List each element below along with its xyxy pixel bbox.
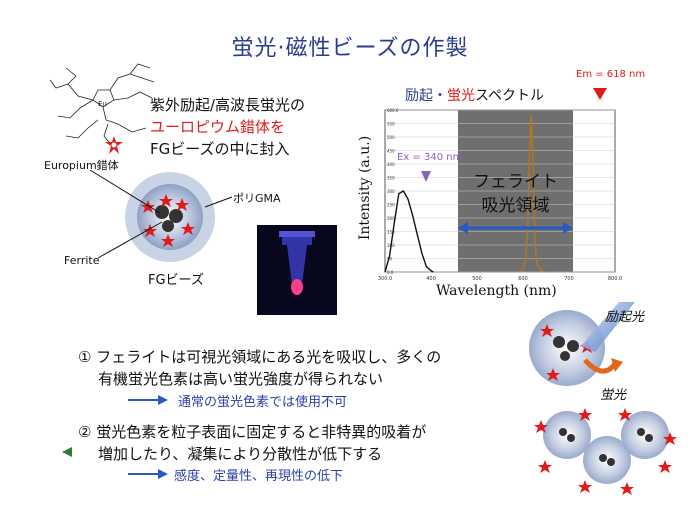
europium-complex-structure: Eu — [49, 63, 155, 147]
x-tick-label: 500 — [472, 276, 482, 282]
region-label-line1: フェライト — [473, 172, 558, 192]
point-1-text1: フェライトは可視光領域にある光を吸収し、多くの — [96, 348, 442, 366]
excitation-light-label: 励起光 — [605, 310, 645, 325]
x-tick-label: 600 — [518, 276, 528, 282]
y-tick-label: 50 — [387, 257, 393, 262]
x-tick-label: 700 — [564, 276, 574, 282]
page-title: 蛍光·磁性ビーズの作製 — [231, 36, 469, 61]
point-2-line1: ② 蛍光色素を粒子表面に固定すると非特異的吸着が — [78, 421, 426, 442]
description-line1: 紫外励起/高波長蛍光の — [150, 96, 306, 114]
region-label-line2: 吸光領域 — [481, 196, 550, 216]
x-tick-label: 400 — [426, 276, 436, 282]
point-2-text1: 蛍光色素を粒子表面に固定すると非特異的吸着が — [96, 423, 427, 441]
description: 紫外励起/高波長蛍光の ユーロピウム錯体を FGビーズの中に封入 — [150, 94, 305, 160]
fluorescent-bead-diagram — [529, 302, 677, 495]
europium-label: Europium錯体 — [44, 159, 119, 172]
y-tick-label: 400 — [387, 162, 395, 167]
y-tick-label: 500 — [387, 135, 395, 140]
band-arrow-left — [458, 222, 468, 234]
x-grid: 300.0 400 500 600 700 800.0 — [378, 276, 622, 282]
y-tick-label: 150 — [387, 230, 395, 235]
spectrum-title-sep: ・ — [433, 88, 447, 104]
y-tick-label: 600.0 — [387, 108, 399, 113]
spectrum-title-part1: 励起 — [405, 88, 433, 104]
point-2-result: 感度、定量性、再現性の低下 — [174, 469, 344, 484]
point-2-line2: 増加したり、凝集により分散性が低下する — [98, 445, 383, 463]
point-1-arrow — [128, 395, 168, 405]
fluorescence-label: 蛍光 — [600, 388, 627, 403]
point-1-result: 通常の蛍光色素では使用不可 — [178, 395, 348, 410]
point-1-line1: ① フェライトは可視光領域にある光を吸収し、多くの — [78, 346, 441, 367]
point-2-arrow — [128, 469, 168, 479]
excitation-spectrum-line — [384, 190, 434, 273]
region-label: フェライト 吸光領域 — [458, 170, 573, 218]
y-tick-label: 250 — [387, 203, 395, 208]
description-line3: FGビーズの中に封入 — [150, 140, 290, 158]
x-tick-label: 300.0 — [378, 276, 392, 282]
y-tick-label: 350 — [387, 176, 395, 181]
y-tick-label: 550 — [387, 122, 395, 127]
svg-text:Eu: Eu — [98, 100, 107, 108]
fg-bead-label: FGビーズ — [148, 273, 204, 288]
y-tick-label: 0.0 — [387, 270, 394, 275]
point-1-line2: 有機蛍光色素は高い蛍光強度が得られない — [98, 370, 384, 388]
spectrum-title-part2: 蛍光 — [447, 88, 475, 104]
band-arrow-right — [563, 222, 573, 234]
x-axis-label: Wavelength (nm) — [436, 283, 557, 299]
em-label: Em = 618 nm — [576, 69, 646, 80]
ex-marker — [421, 171, 431, 182]
ex-label: Ex = 340 nm — [397, 152, 463, 163]
y-tick-label: 450 — [387, 149, 395, 154]
spectrum-title-part3: スペクトル — [475, 88, 545, 104]
emission-spectrum-line — [518, 115, 547, 273]
poly-gma-label: ポリGMA — [233, 192, 281, 205]
description-line2: ユーロピウム錯体を — [150, 118, 286, 136]
fg-bead-illustration — [125, 172, 215, 262]
y-tick-label: 300 — [387, 189, 395, 194]
x-tick-label: 800.0 — [608, 276, 622, 282]
em-marker — [593, 88, 607, 100]
europium-star-icon — [105, 136, 123, 154]
spectrum-title: 励起・蛍光スペクトル — [405, 85, 544, 105]
spectrum-lines — [384, 115, 547, 273]
point-1-number: ① — [78, 348, 92, 366]
y-tick-label: 200 — [387, 216, 395, 221]
tube-photo — [257, 225, 337, 315]
point-2-marker — [62, 447, 72, 457]
spectrum-chart: 600.0550500450400350300250200150100500.0… — [378, 88, 622, 282]
y-axis-label: Intensity (a.u.) — [357, 135, 373, 241]
ferrite-label: Ferrite — [64, 254, 100, 267]
point-2-number: ② — [78, 423, 92, 441]
